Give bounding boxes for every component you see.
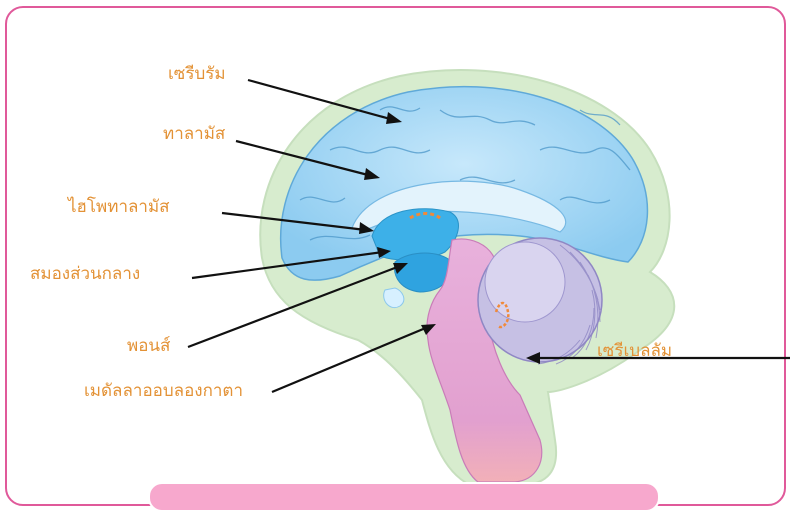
cerebellum-shape (478, 238, 602, 364)
label-midbrain: สมองส่วนกลาง (30, 266, 140, 283)
label-medulla: เมดัลลาออบลองกาตา (84, 383, 243, 400)
label-thalamus: ทาลามัส (163, 126, 225, 143)
label-cerebrum: เซรีบรัม (168, 66, 226, 83)
label-pons: พอนส์ (127, 338, 170, 355)
label-hypothalamus: ไฮโพทาลามัส (68, 199, 170, 216)
label-cerebellum: เซรีเบลลัม (597, 343, 672, 360)
caption-bar (148, 482, 660, 512)
